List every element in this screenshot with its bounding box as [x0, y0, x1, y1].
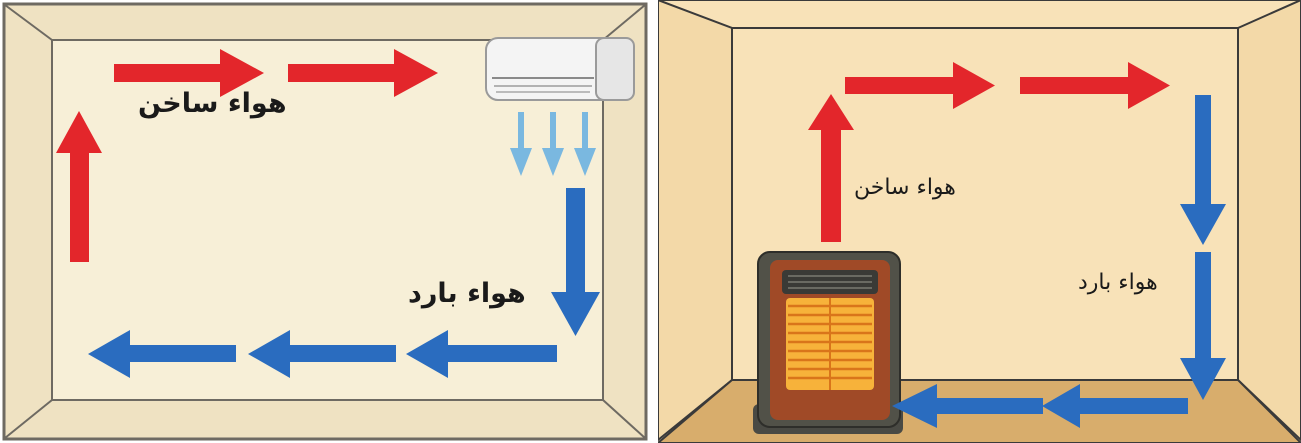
ac-room-illustration — [2, 2, 648, 441]
cold-air-arrow-left-2 — [892, 384, 1043, 428]
cold-air-arrow-down-1 — [1180, 95, 1226, 245]
hot-air-label: هواء ساخن — [854, 175, 956, 200]
hot-air-arrow-up — [56, 111, 102, 262]
heater-room-diagram: هواء ساخن هواء بارد — [658, 0, 1301, 443]
hot-air-arrows — [56, 49, 438, 262]
ac-room-diagram: هواء ساخن هواء بارد — [0, 0, 650, 443]
hot-air-arrow-right-1 — [845, 62, 995, 109]
back-wall — [51, 39, 604, 401]
ac-outflow-arrows — [510, 112, 596, 176]
hot-air-arrow-right-2 — [288, 49, 438, 97]
ac-outflow-arrow — [542, 112, 564, 176]
cold-air-arrow-left-2 — [248, 330, 396, 378]
left-side-wall — [658, 0, 733, 442]
hot-air-label: هواء ساخن — [138, 88, 287, 119]
cold-air-label: هواء بارد — [1078, 270, 1158, 295]
hot-air-arrow-right-1 — [114, 49, 264, 97]
cold-air-arrow-down — [551, 188, 600, 336]
cold-air-arrow-left-1 — [1042, 384, 1188, 428]
air-conditioner-icon — [485, 37, 635, 101]
right-side-wall — [1237, 0, 1301, 442]
cold-air-arrows — [88, 188, 600, 378]
hot-air-arrows — [808, 62, 1170, 242]
hot-air-arrow-right-2 — [1020, 62, 1170, 109]
cold-air-arrow-left-1 — [406, 330, 557, 378]
ac-outflow-arrow — [510, 112, 532, 176]
cold-air-arrow-down-2 — [1180, 252, 1226, 400]
cold-air-arrow-left-3 — [88, 330, 236, 378]
heater-room-illustration — [658, 0, 1301, 443]
cold-air-label: هواء بارد — [408, 278, 526, 309]
hot-air-arrow-up — [808, 94, 854, 242]
ac-outflow-arrow — [574, 112, 596, 176]
cold-air-arrows — [892, 95, 1226, 428]
space-heater-icon — [753, 251, 903, 434]
